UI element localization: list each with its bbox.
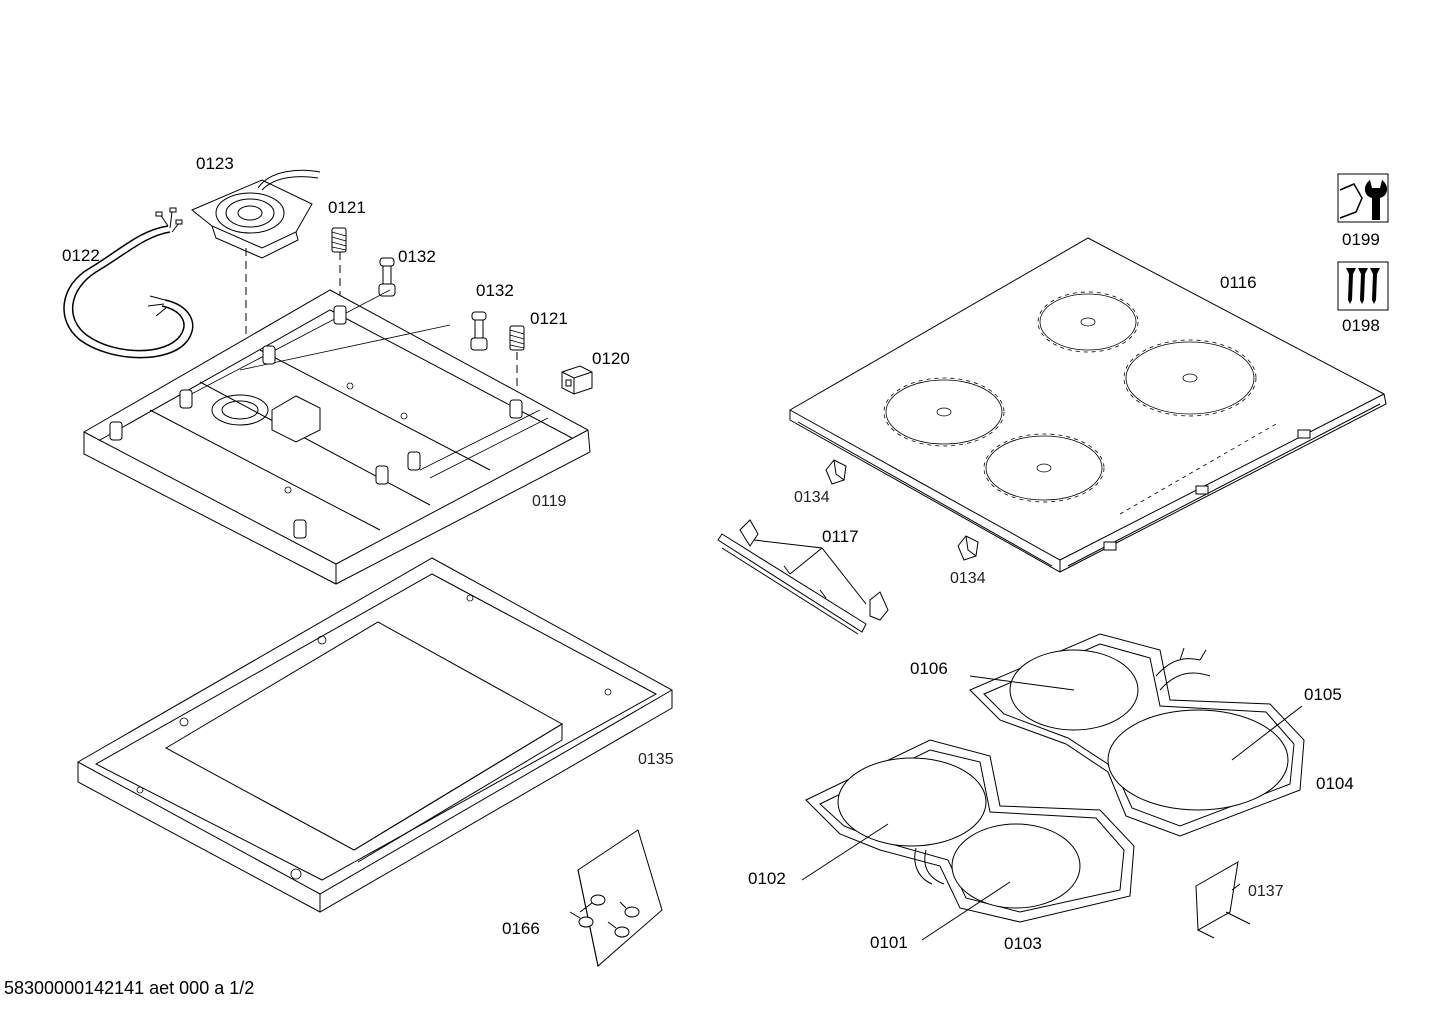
label-0135: 0135 (638, 751, 674, 768)
spring-0121-right[interactable] (509, 325, 525, 351)
screw (569, 911, 594, 928)
connector-0120[interactable] (561, 365, 593, 395)
document-code: 58300000142141 aet 000 a 1/2 (4, 978, 255, 998)
label-0116: 0116 (1220, 273, 1257, 292)
bottom-housing[interactable] (83, 289, 591, 585)
label-0102: 0102 (748, 869, 786, 888)
label-0199: 0199 (1342, 230, 1380, 249)
label-0132-right: 0132 (476, 281, 514, 300)
label-0121-right: 0121 (530, 309, 568, 328)
fan-unit[interactable] (191, 169, 321, 259)
label-0119: 0119 (532, 493, 567, 510)
fixing-bracket[interactable] (717, 519, 889, 635)
label-0121-left: 0121 (328, 198, 366, 217)
pin-0132-right[interactable] (470, 311, 488, 351)
pin-0132-left[interactable] (378, 257, 396, 297)
screw (579, 894, 606, 913)
clip-0134-right[interactable] (957, 535, 979, 561)
ceramic-glass-top[interactable] (789, 237, 1387, 573)
label-0117: 0117 (822, 527, 859, 546)
cover-plate[interactable] (1195, 861, 1251, 939)
label-0106: 0106 (910, 659, 948, 678)
screw (607, 921, 630, 938)
label-0132-left: 0132 (398, 247, 436, 266)
heater-tray-upper[interactable] (969, 633, 1305, 837)
label-0103: 0103 (1004, 934, 1042, 953)
spring-0121-left[interactable] (331, 227, 347, 253)
label-0101: 0101 (870, 933, 908, 952)
screw-bag[interactable] (569, 829, 663, 967)
label-0198: 0198 (1342, 316, 1380, 335)
label-0123: 0123 (196, 154, 234, 173)
label-0105: 0105 (1304, 685, 1342, 704)
wrench-icon[interactable] (1337, 173, 1389, 223)
label-0120: 0120 (592, 349, 630, 368)
screws-icon[interactable] (1337, 261, 1389, 311)
clip-0134-left[interactable] (825, 459, 847, 485)
screw (619, 901, 640, 918)
mounting-frame[interactable] (77, 557, 673, 913)
cable-harness[interactable] (63, 207, 194, 359)
label-0122: 0122 (62, 246, 100, 265)
label-0134-left: 0134 (794, 489, 830, 506)
heater-tray-lower[interactable] (805, 739, 1135, 923)
label-0137: 0137 (1248, 883, 1284, 900)
leader-lines (801, 675, 1303, 941)
label-0104: 0104 (1316, 774, 1354, 793)
label-0134-right: 0134 (950, 570, 986, 587)
label-0166: 0166 (502, 919, 540, 938)
